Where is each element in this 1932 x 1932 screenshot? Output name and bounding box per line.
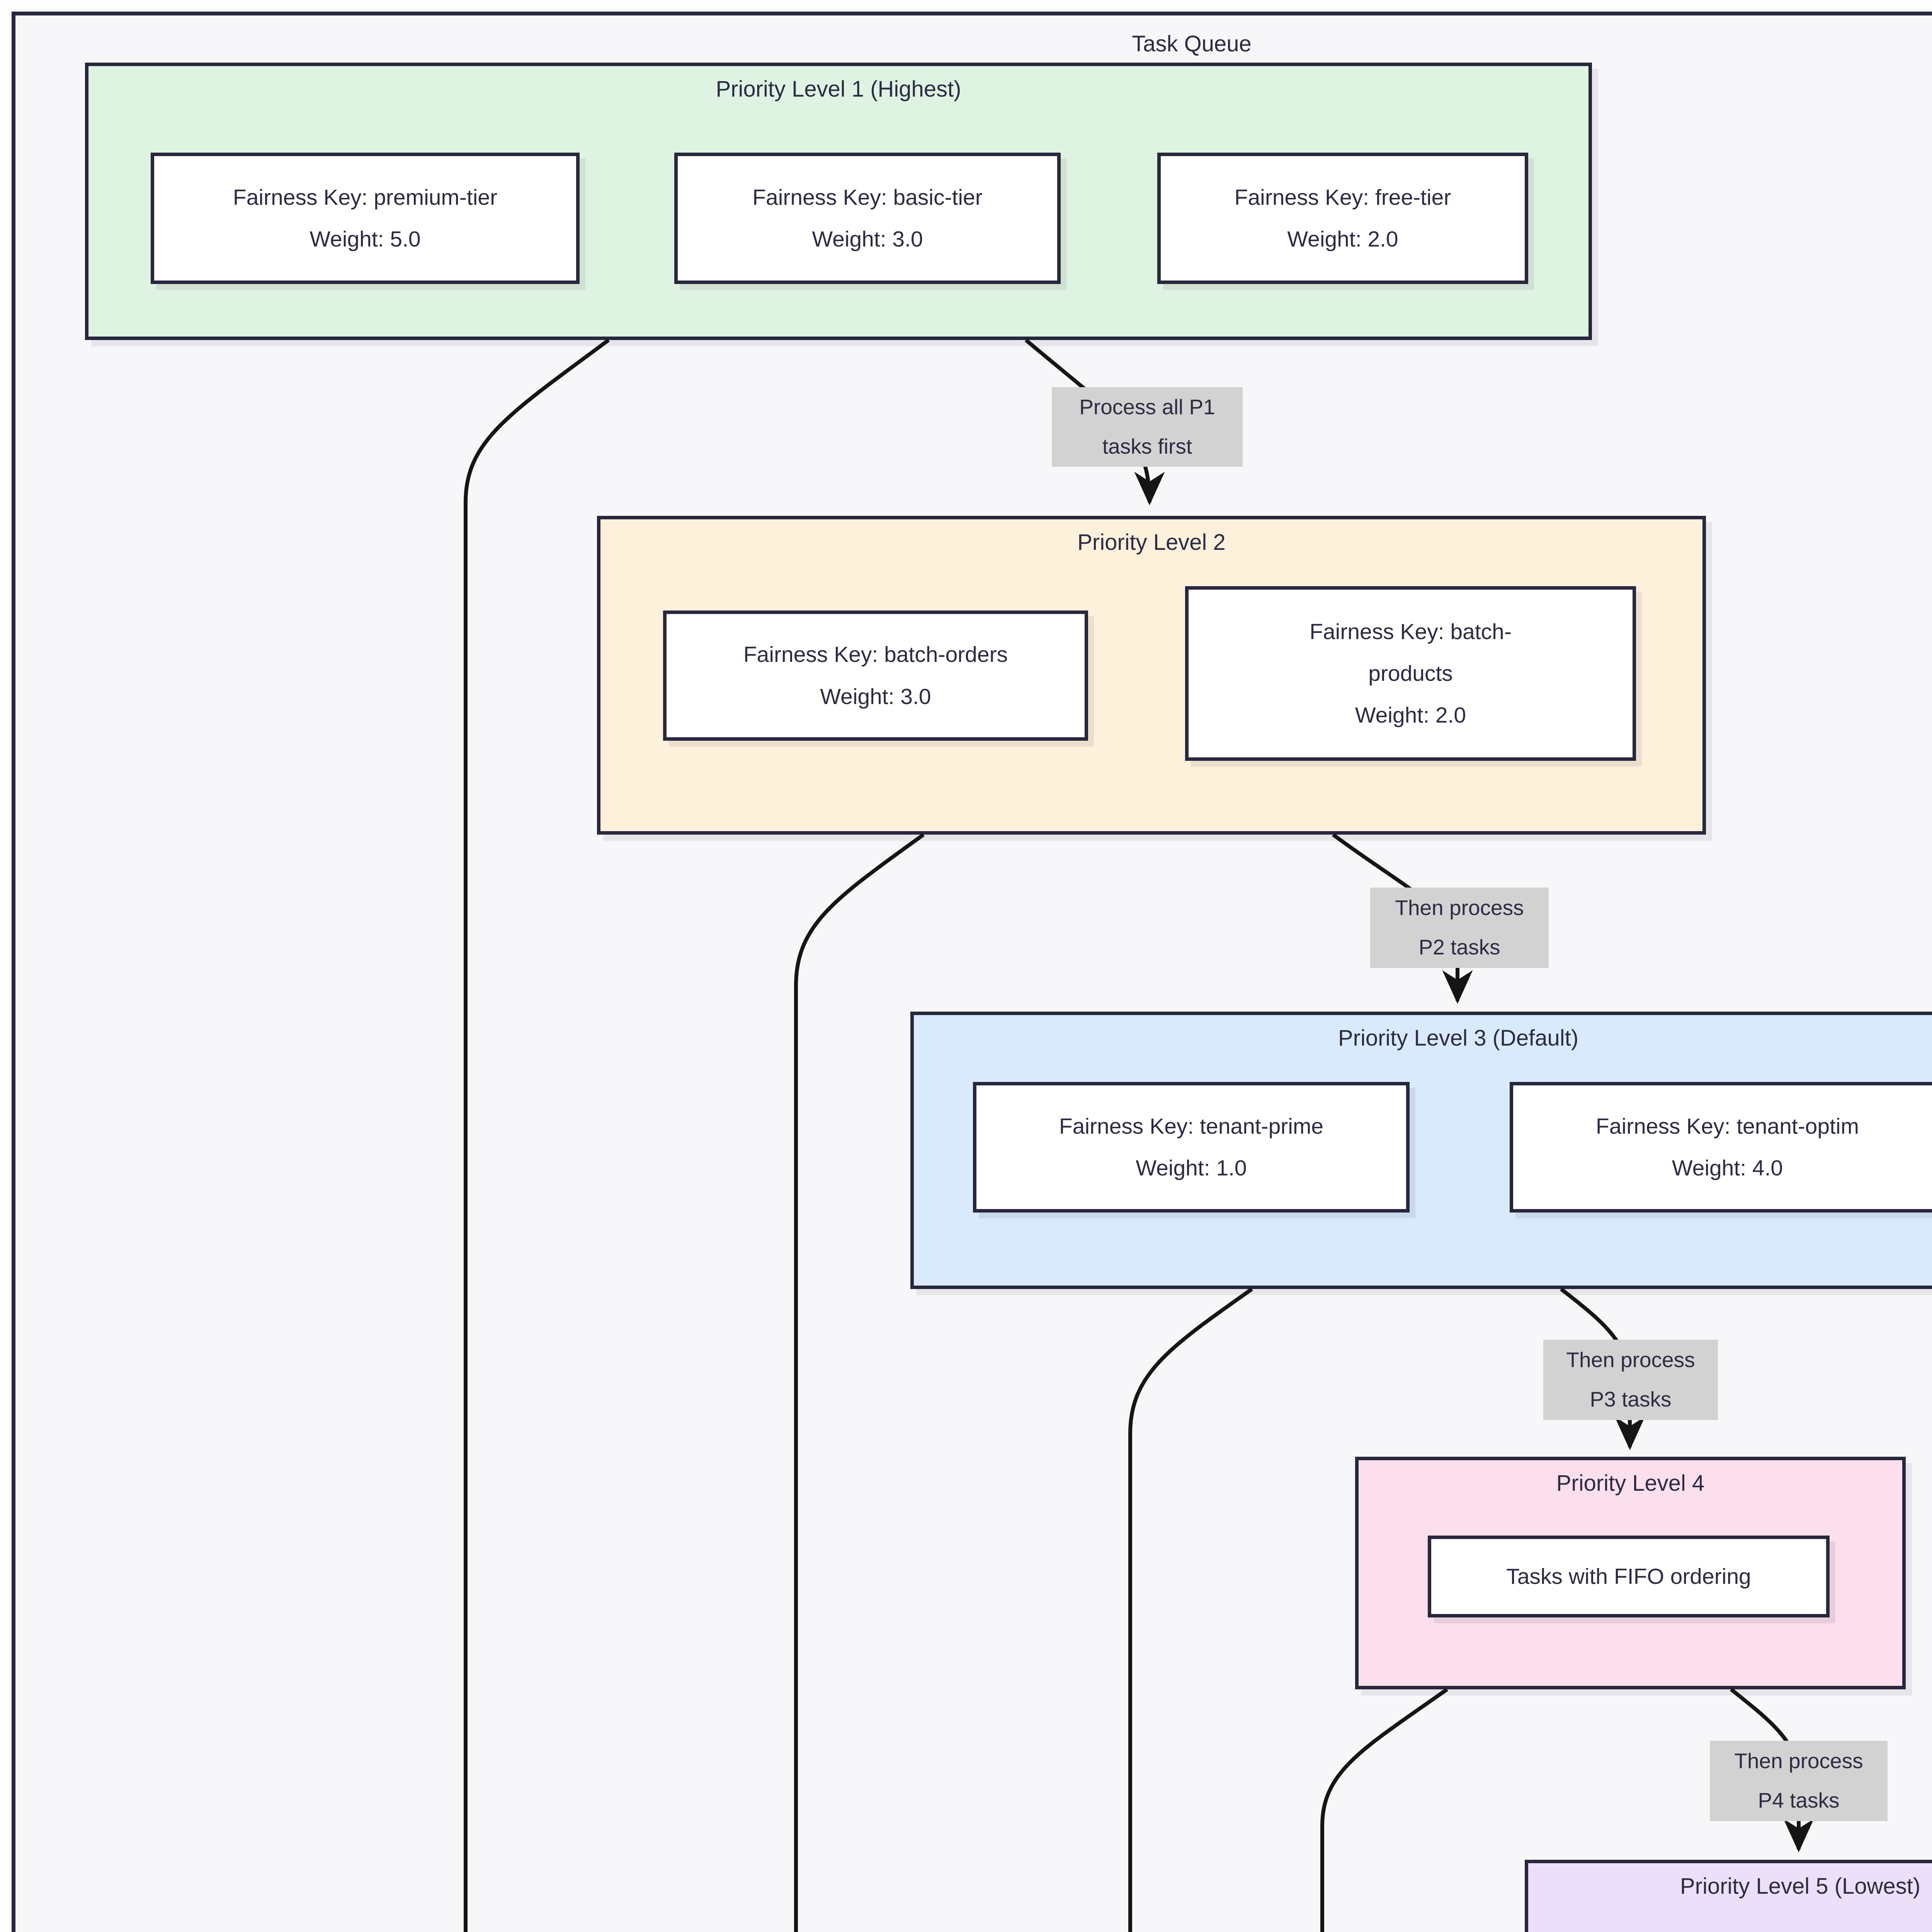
queue-node-batch-orders: Fairness Key: batch-orders Weight: 3.0 [663,611,1088,741]
node-line: Fairness Key: free-tier [1234,185,1451,210]
subgraph-priority-1-title: Priority Level 1 (Highest) [716,77,961,102]
subgraph-priority-3-title: Priority Level 3 (Default) [1338,1026,1579,1051]
queue-node-batch-products: Fairness Key: batch- products Weight: 2.… [1185,586,1636,761]
node-line: Fairness Key: premium-tier [233,185,498,210]
queue-node-p4-fifo: Tasks with FIFO ordering [1428,1536,1830,1617]
node-line: Fairness Key: tenant-optim [1595,1114,1859,1139]
subgraph-priority-5-title: Priority Level 5 (Lowest) [1680,1874,1921,1899]
node-line: Weight: 4.0 [1672,1156,1783,1180]
queue-node-free-tier: Fairness Key: free-tier Weight: 2.0 [1157,153,1528,284]
node-line: Weight: 5.0 [310,227,421,252]
queue-node-premium-tier: Fairness Key: premium-tier Weight: 5.0 [151,153,580,284]
node-line: Weight: 2.0 [1287,227,1398,252]
edge-label-line: P4 tasks [1758,1788,1840,1812]
node-line: products [1368,661,1453,686]
node-line: Weight: 2.0 [1355,703,1466,728]
edge-label-line: Process all P1 [1079,395,1215,419]
edge-label-process-p4: Then process P4 tasks [1710,1741,1888,1821]
node-line: Weight: 1.0 [1136,1156,1247,1180]
node-line: Weight: 3.0 [812,227,923,252]
queue-node-tenant-optim: Fairness Key: tenant-optim Weight: 4.0 [1510,1082,1932,1213]
diagram-title: Task Queue [1132,31,1252,56]
edge-label-line: Then process [1566,1348,1695,1372]
edge-label-process-p3: Then process P3 tasks [1543,1340,1718,1420]
queue-node-tenant-prime: Fairness Key: tenant-prime Weight: 1.0 [973,1082,1410,1213]
edge-label-process-p1: Process all P1 tasks first [1052,387,1243,467]
node-line: Tasks with FIFO ordering [1506,1564,1751,1589]
edge-label-line: Then process [1734,1749,1863,1773]
subgraph-priority-5: Priority Level 5 (Lowest) [1525,1860,1932,1932]
queue-node-basic-tier: Fairness Key: basic-tier Weight: 3.0 [674,153,1061,284]
subgraph-priority-4-title: Priority Level 4 [1556,1471,1705,1496]
node-line: Weight: 3.0 [820,684,931,709]
node-line: Fairness Key: basic-tier [752,185,983,210]
node-line: Fairness Key: batch-orders [743,642,1008,667]
node-line: Fairness Key: batch- [1310,619,1512,644]
edge-label-line: tasks first [1102,434,1192,458]
edge-label-line: P3 tasks [1590,1387,1672,1411]
edge-label-process-p2: Then process P2 tasks [1370,888,1549,968]
edge-label-line: P2 tasks [1418,935,1500,959]
node-line: Fairness Key: tenant-prime [1059,1114,1324,1139]
edge-label-line: Then process [1395,896,1524,920]
subgraph-priority-2-title: Priority Level 2 [1077,530,1226,555]
